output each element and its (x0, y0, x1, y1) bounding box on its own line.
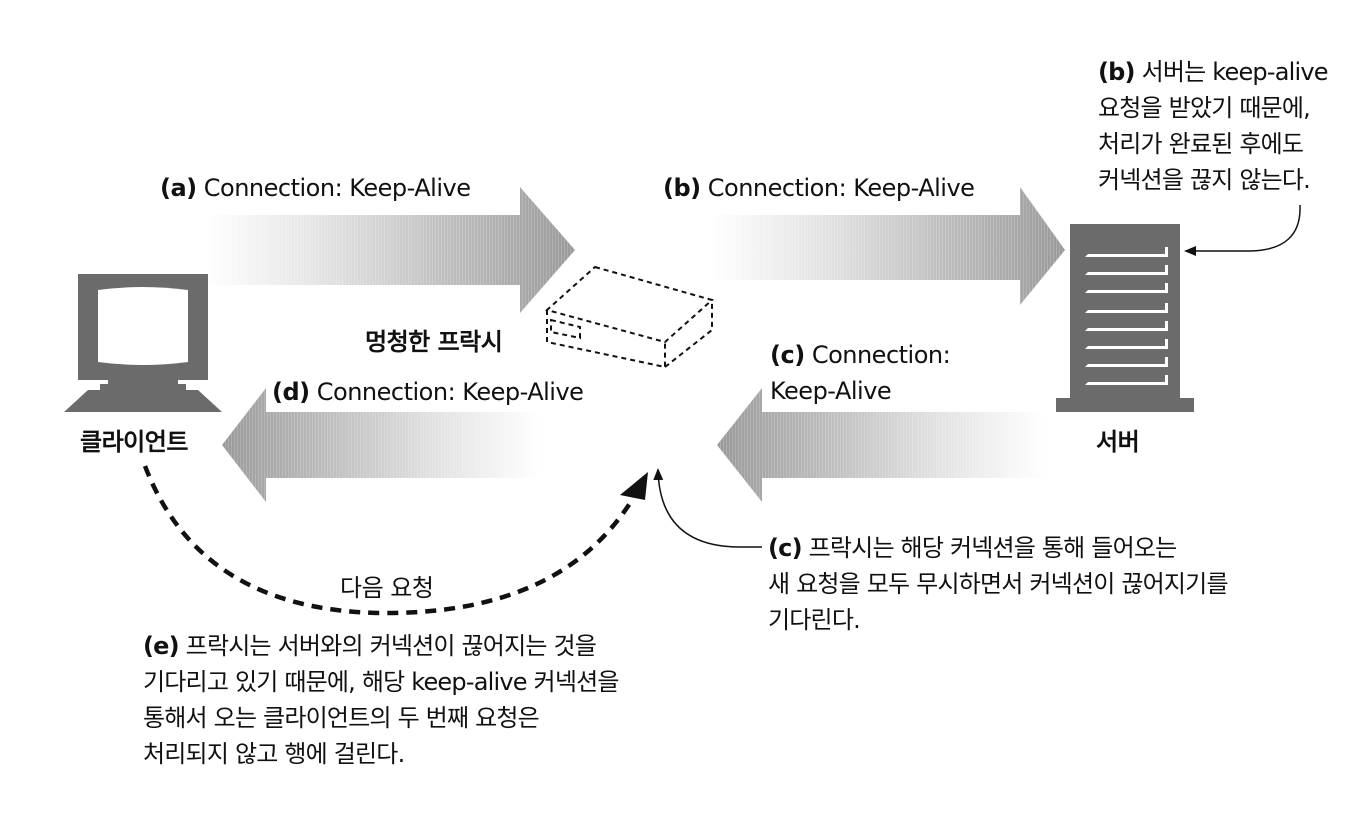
server-icon (1056, 224, 1194, 412)
next-request-label: 다음 요청 (340, 574, 434, 602)
arrow-d (222, 388, 540, 502)
arrow-c-label: (c) Connection: Keep-Alive (770, 337, 951, 409)
note-e-line: 처리되지 않고 행에 걸린다. (143, 740, 405, 768)
note-c-line: 기다린다. (768, 606, 861, 634)
note-b-line: 서버는 keep-alive (1141, 58, 1329, 86)
arrow-c-tag: (c) (770, 341, 805, 369)
note-b-line: 요청을 받았기 때문에, (1098, 94, 1311, 122)
arrow-c (717, 388, 1045, 502)
arrow-a-tag: (a) (160, 174, 197, 202)
arrow-b (710, 187, 1065, 305)
arrow-d-tag: (d) (272, 378, 310, 406)
arrow-a-text: Connection: Keep-Alive (203, 174, 471, 202)
note-c-line: 프락시는 해당 커넥션을 통해 들어오는 (808, 534, 1178, 562)
note-c-line: 새 요청을 모두 무시하면서 커넥션이 끊어지기를 (768, 570, 1229, 598)
arrow-d-text: Connection: Keep-Alive (316, 378, 584, 406)
note-b-line: 처리가 완료된 후에도 (1098, 130, 1304, 158)
note-e: (e) 프락시는 서버와의 커넥션이 끊어지는 것을 기다리고 있기 때문에, … (143, 628, 619, 772)
arrow-c-text-line1: Connection: (811, 341, 951, 369)
note-b-pointer (1184, 204, 1301, 256)
arrow-a (205, 187, 575, 313)
client-label: 클라이언트 (80, 428, 188, 456)
next-request-arrow (142, 465, 648, 616)
arrow-c-text-line2: Keep-Alive (770, 377, 892, 405)
computer-icon (64, 274, 222, 412)
proxy-box-icon (544, 265, 715, 369)
note-b-line: 커넥션을 끊지 않는다. (1098, 166, 1311, 194)
note-c: (c) 프락시는 해당 커넥션을 통해 들어오는 새 요청을 모두 무시하면서 … (768, 530, 1229, 638)
proxy-label: 멍청한 프락시 (365, 328, 503, 356)
note-c-tag: (c) (768, 534, 803, 562)
note-c-pointer (653, 468, 762, 548)
note-e-line: 통해서 오는 클라이언트의 두 번째 요청은 (143, 704, 540, 732)
note-e-tag: (e) (143, 632, 180, 660)
arrow-a-label: (a) Connection: Keep-Alive (160, 170, 471, 206)
note-b: (b) 서버는 keep-alive 요청을 받았기 때문에, 처리가 완료된 … (1098, 54, 1329, 198)
server-label: 서버 (1096, 428, 1140, 456)
arrow-b-text: Connection: Keep-Alive (707, 174, 975, 202)
note-e-line: 기다리고 있기 때문에, 해당 keep-alive 커넥션을 (143, 668, 619, 696)
arrow-b-tag: (b) (663, 174, 701, 202)
note-e-line: 프락시는 서버와의 커넥션이 끊어지는 것을 (185, 632, 597, 660)
arrow-d-label: (d) Connection: Keep-Alive (272, 374, 584, 410)
note-b-tag: (b) (1098, 58, 1136, 86)
arrow-b-label: (b) Connection: Keep-Alive (663, 170, 975, 206)
